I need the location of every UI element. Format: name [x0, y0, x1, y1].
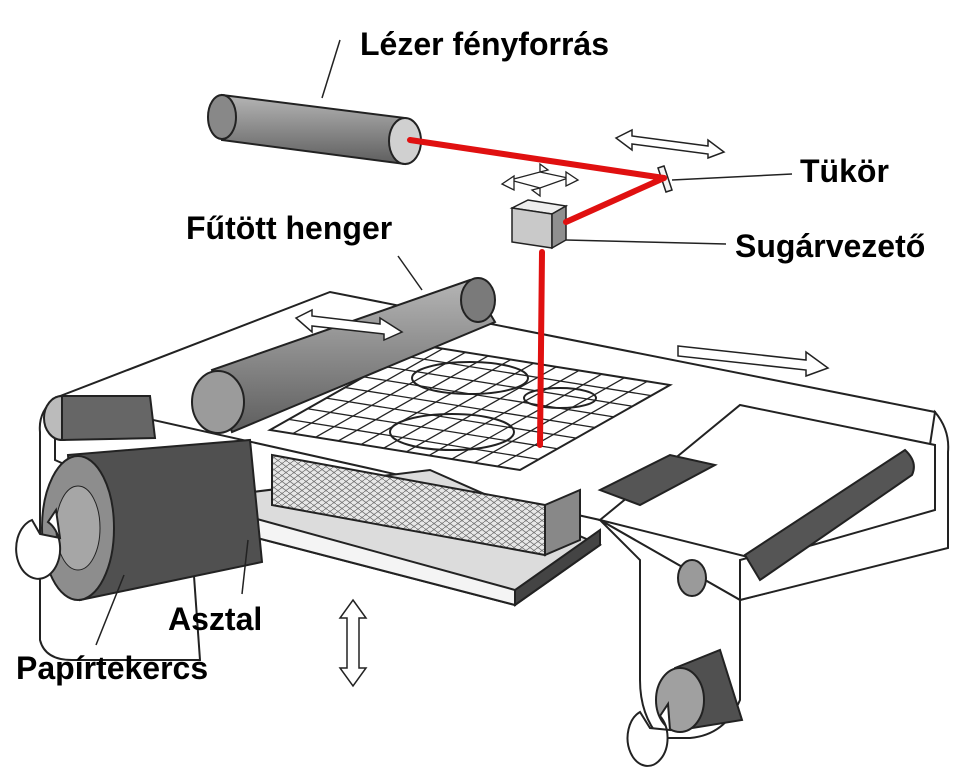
heated-roller-leader	[397, 255, 423, 291]
paper-roll-icon	[41, 438, 264, 602]
right-frame-roller	[677, 559, 707, 597]
rotation-arrow-icon	[15, 507, 62, 580]
grid-line	[307, 408, 558, 450]
grid-line	[382, 365, 633, 407]
layer-stack	[271, 453, 581, 557]
heated-roller-label: Fűtött henger	[186, 210, 393, 246]
grid-line	[326, 397, 577, 439]
grid-line	[401, 354, 652, 397]
right-dark-strip	[743, 448, 915, 582]
right-dark-panel	[597, 453, 718, 507]
beam-guide-leader	[565, 239, 727, 245]
left-small-roller	[43, 395, 157, 442]
double-arrow-icon	[614, 128, 726, 160]
double-arrow-icon	[677, 345, 830, 378]
table-label: Asztal	[168, 601, 263, 637]
mirror-label: Tükör	[800, 153, 889, 189]
double-arrow-icon	[338, 598, 368, 688]
table-dark-side	[514, 528, 601, 607]
grid-line	[344, 386, 596, 429]
cut-layer-grid	[267, 343, 673, 472]
heated-roller-icon	[191, 277, 497, 434]
mirror-leader	[671, 173, 793, 181]
grid-line	[363, 376, 614, 418]
table-leader	[241, 539, 249, 595]
beam-guide-label: Sugárvezető	[735, 228, 926, 264]
grid-line	[288, 418, 539, 461]
paper-roll-leader	[95, 574, 125, 646]
paper-roll-label: Papírtekercs	[16, 650, 209, 686]
frame-right-cutout	[597, 403, 936, 562]
beam-guide-icon	[500, 162, 580, 250]
stack-side	[544, 488, 581, 557]
rotation-arrow-icon	[626, 701, 672, 767]
bottom-right-roller	[626, 648, 744, 767]
laser-source-leader	[321, 39, 341, 99]
laser-source-label: Lézer fényforrás	[360, 26, 609, 62]
double-arrow-icon	[294, 308, 404, 342]
laser-tube-icon	[207, 93, 422, 166]
laser-beam	[407, 137, 667, 448]
